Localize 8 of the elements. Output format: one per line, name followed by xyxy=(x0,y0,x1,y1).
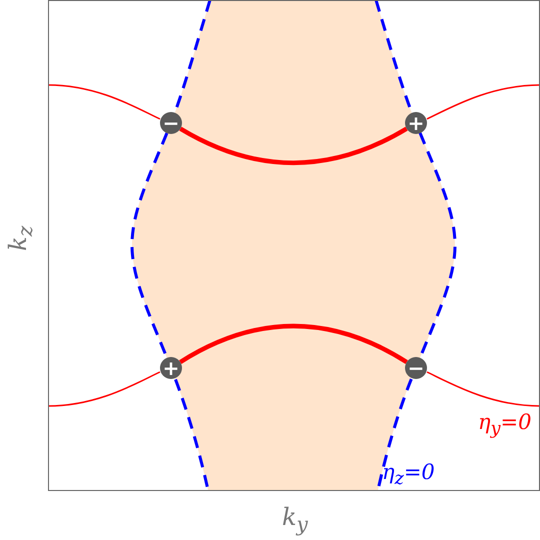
curve-label: η$_{z}$=0 xyxy=(382,460,435,490)
curve-segment xyxy=(179,126,408,166)
charge-marker: − xyxy=(160,112,182,134)
charge-marker: + xyxy=(405,112,427,134)
axis-label: k$_{y}$ xyxy=(282,503,308,536)
charge-marker: + xyxy=(160,357,182,379)
curve-label: η$_{y}$=0 xyxy=(478,410,532,440)
curve-segment xyxy=(179,324,408,364)
